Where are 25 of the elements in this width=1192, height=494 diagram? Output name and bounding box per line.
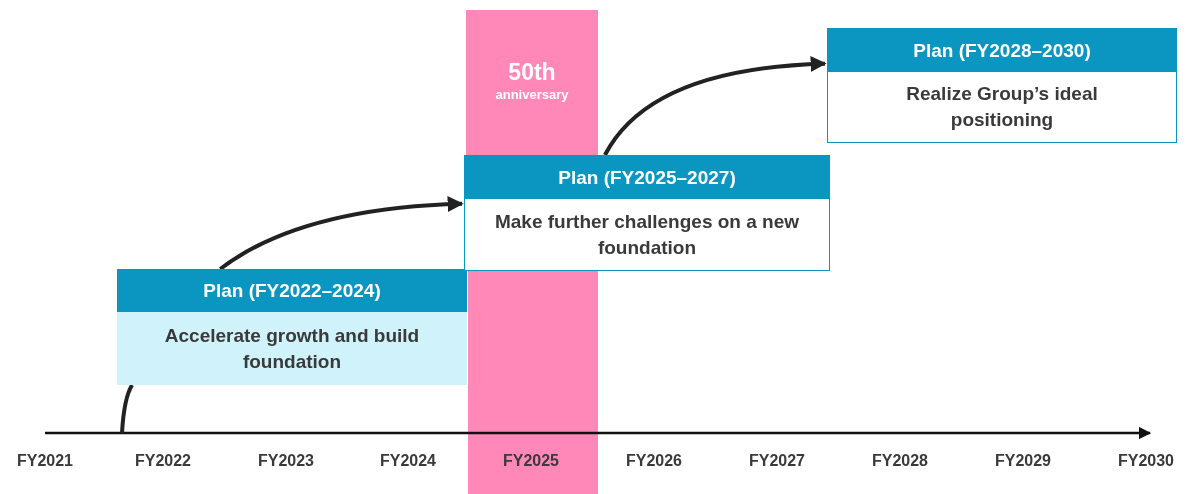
plan-description: Accelerate growth and build foundation (163, 323, 421, 374)
year-label: FY2028 (870, 452, 929, 470)
year-label: FY2025 (501, 452, 560, 470)
year-label: FY2026 (624, 452, 683, 470)
year-label: FY2027 (747, 452, 806, 470)
arrow (603, 56, 827, 157)
plan-header: Plan (FY2028–2030) (828, 29, 1176, 72)
plan-box (827, 28, 1177, 143)
plan-description: Make further challenges on a new foundation (493, 209, 801, 260)
arrow (219, 196, 464, 271)
year-label: FY2023 (256, 452, 315, 470)
connector-line (120, 384, 134, 434)
plan-box (464, 155, 830, 271)
plan-header: Plan (FY2025–2027) (465, 156, 829, 199)
year-label: FY2022 (133, 452, 192, 470)
year-label: FY2021 (15, 452, 74, 470)
year-label: FY2024 (378, 452, 437, 470)
band-subtitle: anniversary (495, 86, 569, 104)
plan-box (117, 269, 467, 385)
plan-description: Realize Group’s ideal positioning (905, 82, 1099, 132)
year-label: FY2029 (993, 452, 1052, 470)
year-label: FY2030 (1116, 452, 1175, 470)
band-title: 50th (508, 58, 556, 86)
plan-header: Plan (FY2022–2024) (117, 269, 467, 312)
anniversary-band (466, 10, 598, 155)
